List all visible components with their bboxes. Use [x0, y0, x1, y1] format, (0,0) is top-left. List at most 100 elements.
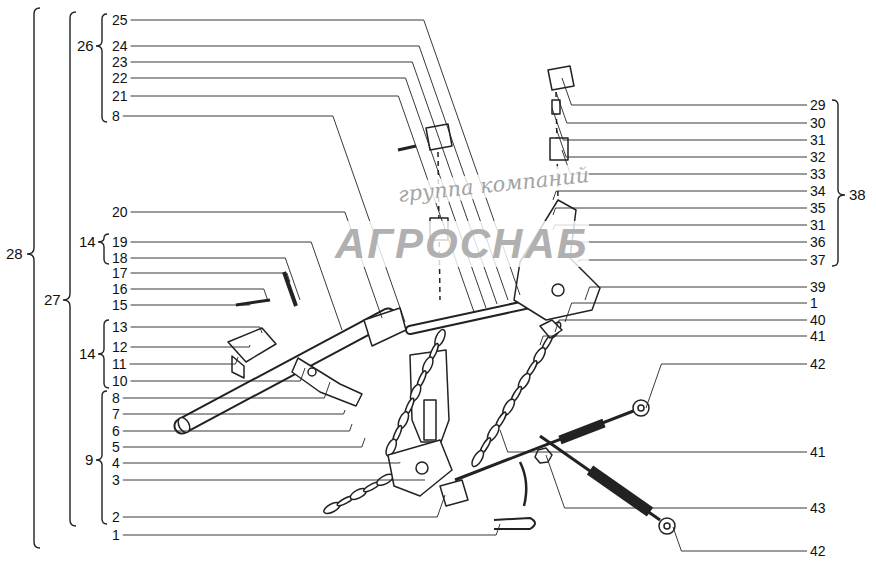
leader-line: [131, 258, 300, 300]
eye: [633, 400, 649, 416]
callout-number: 5: [112, 438, 120, 456]
callout-number: 36: [810, 233, 826, 251]
brace: [98, 320, 109, 388]
brace: [27, 8, 40, 548]
pin: [398, 146, 416, 150]
pin: [236, 300, 270, 305]
callout-number: 20: [112, 203, 128, 221]
group-braces: [27, 8, 845, 548]
hole: [552, 284, 564, 296]
fork: [364, 308, 406, 346]
chain: [470, 320, 563, 468]
eye: [659, 518, 675, 534]
leader-lines: [123, 20, 807, 551]
callout-number: 23: [112, 53, 128, 71]
callout-number: 33: [810, 165, 826, 183]
u-bolt: [494, 518, 535, 529]
brace: [96, 14, 107, 122]
leader-line: [646, 364, 807, 408]
bracket: [232, 356, 244, 378]
bolt-head: [535, 448, 552, 463]
leader-line: [123, 495, 445, 517]
callout-number: 37: [810, 251, 826, 269]
wire: [520, 462, 526, 506]
stabilizer: [455, 410, 636, 480]
callout-number: 1: [112, 526, 120, 544]
leader-line: [123, 438, 365, 447]
callout-number: 41: [810, 327, 826, 345]
callout-number: 43: [810, 499, 826, 517]
chain: [322, 472, 395, 516]
callout-number: 31: [810, 216, 826, 234]
leader-line: [123, 524, 500, 535]
leader-line: [500, 430, 807, 452]
lift-arm: [292, 358, 362, 406]
leader-line: [555, 320, 807, 332]
stabilizer-tube: [560, 423, 604, 440]
callout-number: 25: [112, 11, 128, 29]
brace: [96, 391, 107, 524]
callout-number: 3: [112, 471, 120, 489]
callout-number: 11: [112, 355, 127, 373]
group-number: 38: [849, 186, 866, 204]
hole: [416, 462, 428, 474]
leader-line: [123, 410, 345, 414]
callout-number: 42: [810, 542, 826, 560]
leader-line: [130, 357, 238, 364]
brace: [832, 100, 845, 266]
group-number: 14: [79, 233, 96, 251]
clamp: [548, 66, 574, 90]
bolt: [284, 272, 296, 306]
block: [440, 480, 468, 506]
bracket: [228, 328, 276, 362]
callout-number: 40: [810, 311, 826, 329]
callout-number: 8: [112, 389, 120, 407]
callout-number: 10: [112, 372, 128, 390]
callout-number: 35: [810, 199, 826, 217]
leader-line: [546, 455, 807, 508]
leader-line: [565, 242, 807, 245]
leader-line: [556, 92, 807, 123]
leader-line: [540, 336, 807, 345]
callout-number: 2: [112, 508, 120, 526]
callout-number: 6: [112, 422, 120, 440]
callout-number: 19: [112, 233, 128, 251]
leader-line: [123, 382, 330, 398]
callout-number: 21: [112, 87, 128, 105]
callout-number: 39: [810, 278, 826, 296]
leader-line: [562, 78, 807, 105]
leader-line: [553, 208, 807, 215]
callout-number: 29: [810, 96, 826, 114]
callout-number: 31: [810, 131, 826, 149]
callout-number: 8: [112, 107, 120, 125]
leader-line: [131, 327, 262, 333]
brace: [98, 234, 109, 264]
callout-number: 34: [810, 182, 826, 200]
leader-line: [562, 150, 807, 174]
hole: [308, 368, 316, 376]
leader-line: [553, 225, 807, 230]
brace: [63, 12, 76, 526]
callout-number: 42: [810, 355, 826, 373]
callout-number: 12: [112, 338, 128, 356]
callout-number: 18: [112, 249, 128, 267]
callout-number: 22: [112, 69, 128, 87]
leader-line: [131, 304, 250, 305]
block: [550, 138, 568, 160]
watermark: АГРОСНАБ: [335, 221, 589, 267]
leader-line: [131, 289, 268, 301]
group-number: 27: [44, 291, 61, 309]
leader-line: [585, 287, 807, 300]
leader-line: [123, 480, 425, 481]
callout-number: 4: [112, 454, 120, 472]
stabilizer-tube: [590, 470, 650, 512]
group-number: 14: [79, 345, 96, 363]
shaft: [182, 316, 388, 426]
stabilizer: [540, 436, 660, 520]
callout-number: 16: [112, 280, 128, 298]
leader-line: [131, 242, 342, 330]
slot: [424, 400, 436, 440]
group-number: 9: [85, 451, 93, 469]
callout-number: 32: [810, 148, 826, 166]
